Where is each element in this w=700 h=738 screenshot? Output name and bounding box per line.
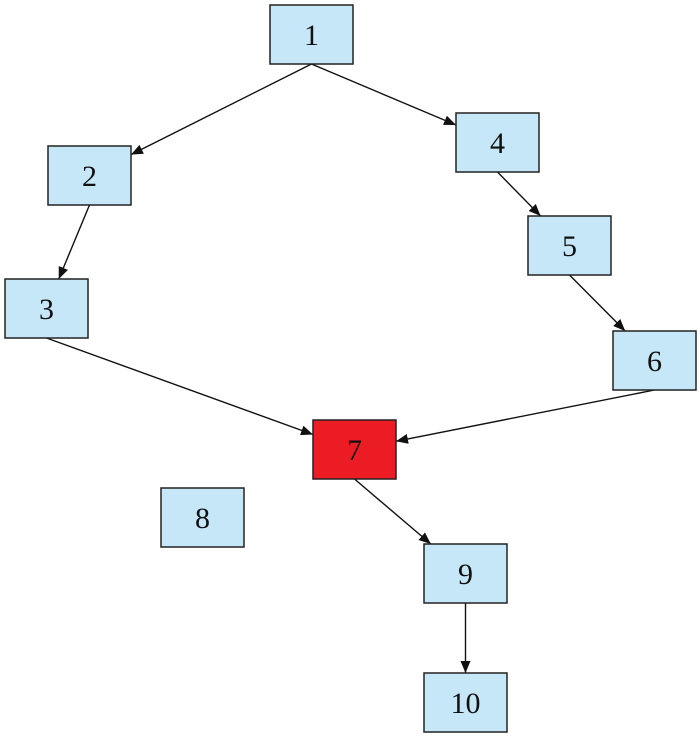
edge-4-to-5 <box>496 171 542 217</box>
node-label: 2 <box>82 160 97 193</box>
node-9[interactable]: 9 <box>423 543 508 604</box>
edge-6-to-7 <box>395 389 655 444</box>
node-label: 9 <box>458 558 473 591</box>
edge-2-to-3 <box>58 204 91 280</box>
node-box <box>455 112 540 173</box>
node-2[interactable]: 2 <box>47 145 132 206</box>
node-box <box>312 419 397 480</box>
node-box <box>47 145 132 206</box>
edge-1-to-4 <box>311 63 457 126</box>
edge-1-to-2 <box>130 63 312 156</box>
node-box <box>269 4 354 65</box>
node-box <box>160 487 245 548</box>
node-5[interactable]: 5 <box>527 215 612 276</box>
node-4[interactable]: 4 <box>455 112 540 173</box>
node-label: 5 <box>562 230 577 263</box>
node-box <box>423 543 508 604</box>
node-label: 6 <box>647 345 662 378</box>
node-box <box>423 672 508 733</box>
node-7[interactable]: 7 <box>312 419 397 480</box>
node-label: 3 <box>39 293 54 326</box>
edge-5-to-6 <box>569 274 626 332</box>
node-8[interactable]: 8 <box>160 487 245 548</box>
node-label: 4 <box>490 127 505 160</box>
node-label: 10 <box>451 687 481 720</box>
edge-3-to-7 <box>46 337 314 436</box>
node-10[interactable]: 10 <box>423 672 508 733</box>
node-3[interactable]: 3 <box>4 278 89 339</box>
node-box <box>612 330 697 391</box>
edge-7-to-9 <box>354 478 432 545</box>
node-6[interactable]: 6 <box>612 330 697 391</box>
node-1[interactable]: 1 <box>269 4 354 65</box>
node-label: 1 <box>304 19 319 52</box>
node-label: 8 <box>195 502 210 535</box>
node-box <box>527 215 612 276</box>
node-box <box>4 278 89 339</box>
node-label: 7 <box>347 434 362 467</box>
